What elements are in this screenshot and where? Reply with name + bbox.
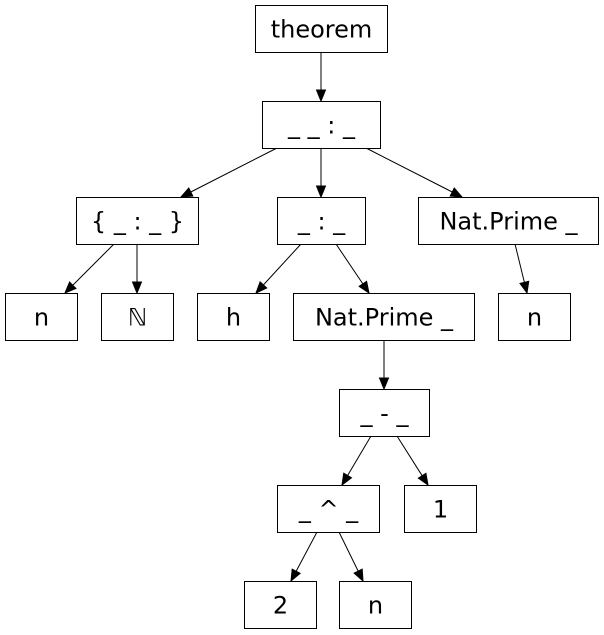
arrowhead-icon [353,568,364,583]
edge-binder-to-nat-type [131,244,143,295]
node-label: 1 [433,496,448,524]
edge-line [335,243,364,285]
edge-typing-to-binder [179,147,278,198]
node-box [339,389,430,437]
node-box [5,293,78,341]
node-label: _ _ : _ [287,112,356,140]
node-box [101,293,174,341]
arrowhead-icon [290,568,302,583]
arrowhead-icon [255,280,268,294]
node-label: _ : _ [297,208,346,236]
node-label: Nat.Prime _ [315,304,454,332]
arrowhead-icon [519,280,530,295]
arrowhead-icon [378,377,390,391]
node-label: _ ^ _ [298,496,359,524]
edge-typing-to-hyp [315,148,327,199]
node-box [418,197,599,245]
node-label: n [34,304,49,332]
edge-line [72,243,115,286]
arrowhead-icon [417,472,429,487]
node-box [197,293,270,341]
edge-line [347,435,372,476]
arrowhead-icon [315,185,327,199]
node-box [404,485,477,533]
node-label: h [226,304,241,332]
node-nat-type: ℕ [101,293,174,341]
arrowhead-icon [64,281,77,294]
node-hyp: _ : _ [277,197,366,245]
node-label: n [527,304,542,332]
edge-typing-to-goal-prime [365,147,464,198]
edge-line [514,243,525,283]
edge-hyp-prime-to-sub [378,340,390,391]
node-sub: _ - _ [339,389,430,437]
edge-line [190,147,278,193]
node-lit-2: 2 [244,581,317,629]
arrowhead-icon [179,187,194,198]
edge-line [365,147,453,193]
node-box [339,581,412,629]
node-label: theorem [271,16,373,44]
node-theorem: theorem [255,5,388,53]
arrowhead-icon [449,187,464,198]
node-label: ℕ [128,304,147,332]
edge-theorem-to-typing [315,52,327,103]
arrowhead-icon [315,89,327,103]
edge-hyp-to-hyp-prime [335,243,370,295]
edge-hyp-to-var-h [255,243,302,294]
node-lit-1: 1 [404,485,477,533]
edge-line [338,531,359,572]
edge-sub-to-pow [341,435,372,487]
edge-binder-to-var-n-1 [64,243,115,294]
node-box [277,485,380,533]
node-binder: { _ : _ } [76,197,199,245]
node-typing: _ _ : _ [262,101,381,149]
nodes-layer: theorem_ _ : _{ _ : _ }_ : _Nat.Prime _n… [5,5,599,629]
node-label: n [368,592,383,620]
arrowhead-icon [131,281,143,295]
node-var-n-1: n [5,293,78,341]
edge-pow-to-lit-2 [290,531,318,583]
node-label: _ - _ [360,400,410,428]
arrowhead-icon [358,280,370,295]
node-box [498,293,571,341]
node-box [262,101,381,149]
node-label: Nat.Prime _ [439,208,578,236]
node-label: { _ : _ } [91,208,184,236]
edges-layer [64,52,530,583]
node-var-n-3: n [498,293,571,341]
node-box [76,197,199,245]
node-goal-prime: Nat.Prime _ [418,197,599,245]
node-label: 2 [273,592,288,620]
node-pow: _ ^ _ [277,485,380,533]
edge-pow-to-var-n-2 [338,531,364,583]
edge-line [263,243,302,286]
node-box [244,581,317,629]
node-var-n-2: n [339,581,412,629]
edge-line [396,435,423,476]
edge-sub-to-lit-1 [396,435,429,487]
node-box [255,5,388,53]
arrowhead-icon [341,472,353,487]
node-hyp-prime: Nat.Prime _ [293,293,475,341]
node-var-h: h [197,293,270,341]
edge-line [295,531,318,572]
node-box [293,293,475,341]
edge-goal-prime-to-var-n-3 [514,243,530,295]
node-box [277,197,366,245]
